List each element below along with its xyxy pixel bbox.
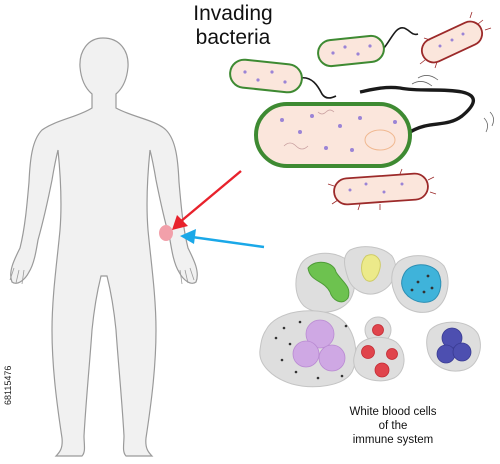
flagellum (299, 76, 337, 99)
bacterium-large (254, 75, 494, 168)
bacterium (317, 27, 419, 68)
granule (288, 342, 292, 346)
granule (344, 324, 348, 328)
granule (382, 190, 386, 194)
wound-spot (159, 225, 173, 241)
granule (338, 124, 342, 128)
bacterium-body (254, 102, 412, 168)
bacterium-body (317, 34, 385, 68)
title-line: Invading (193, 2, 273, 25)
granule (356, 52, 360, 56)
pili (327, 168, 437, 211)
caption-line: immune system (352, 434, 434, 446)
white-blood-cell-purple-large (259, 310, 357, 388)
granule (350, 148, 354, 152)
arrow-bacteria-head (172, 215, 188, 230)
bacterium (419, 11, 492, 69)
caption-line: of the (378, 420, 408, 432)
granule (324, 146, 328, 150)
caption-line: White blood cells (349, 406, 437, 418)
granule (348, 188, 352, 192)
cell-nucleus-lobe (318, 344, 346, 372)
white-blood-cell-green (295, 252, 356, 313)
right-hand-fingers (179, 267, 195, 285)
granule (343, 45, 347, 49)
bacteria-group (229, 11, 494, 211)
cell-nucleus-lobe (386, 348, 398, 360)
granule (340, 374, 344, 378)
cell-nucleus (361, 254, 381, 282)
arrow-immune-to-wound (180, 229, 265, 249)
cell-nucleus (372, 324, 384, 336)
dna-strand (283, 109, 335, 150)
flagellum (359, 85, 475, 134)
bacterium-body (229, 58, 303, 94)
white-blood-cell-red-upper (364, 316, 392, 344)
white-blood-cell-yellow (344, 246, 396, 295)
granule (298, 130, 302, 134)
cell-nucleus-lobe (292, 340, 320, 368)
granule (416, 280, 420, 284)
granule (400, 182, 404, 186)
cell-nucleus-lobe (305, 319, 335, 349)
white-blood-cell-cyan (391, 255, 449, 313)
cell-nucleus-lobe (452, 342, 472, 362)
bacterium (229, 58, 337, 99)
cell-nucleus-lobe (361, 345, 375, 359)
granule (283, 80, 287, 84)
granule (280, 358, 284, 362)
pili (419, 11, 492, 69)
invading-bacteria-label: Invading bacteria (168, 2, 298, 50)
granule (274, 336, 278, 340)
left-hand-fingers (9, 267, 25, 285)
arrow-immune-shaft (191, 235, 265, 249)
white-blood-cell-red-lower (353, 336, 405, 382)
human-silhouette (10, 37, 198, 457)
white-blood-cells-label: White blood cells of the immune system (318, 405, 468, 447)
arrow-bacteria-to-wound (172, 170, 242, 230)
granule (270, 70, 274, 74)
granule (438, 44, 442, 48)
white-blood-cells-group (259, 246, 481, 388)
cell-nucleus (307, 261, 350, 303)
granule (426, 274, 430, 278)
granule (364, 182, 368, 186)
arrow-bacteria-shaft (179, 170, 242, 223)
granule (368, 44, 372, 48)
bacterium (327, 168, 437, 211)
granule (298, 320, 302, 324)
cell-nucleus-lobe (374, 362, 390, 378)
title-line: bacteria (195, 26, 271, 49)
granule (331, 51, 335, 55)
granule (280, 118, 284, 122)
stock-image-id: 68115476 (3, 365, 13, 405)
granule (393, 120, 397, 124)
granule (410, 288, 414, 292)
granule (422, 290, 426, 294)
granule (294, 370, 298, 374)
human-body-figure (9, 37, 198, 457)
granule (430, 286, 434, 290)
cell-nucleus (401, 264, 442, 303)
granule (461, 32, 465, 36)
white-blood-cell-navy (426, 321, 481, 372)
motion-lines (411, 75, 494, 133)
plasmid (364, 129, 396, 151)
granule (243, 70, 247, 74)
granule (282, 326, 286, 330)
arrow-immune-head (180, 229, 196, 244)
bacterium-body (333, 172, 429, 206)
flagellum (383, 27, 419, 49)
granule (256, 78, 260, 82)
granule (358, 116, 362, 120)
cell-nucleus-lobe (436, 344, 456, 364)
granule (310, 114, 314, 118)
granule (450, 38, 454, 42)
bacterium-body (420, 20, 484, 64)
granule (316, 376, 320, 380)
